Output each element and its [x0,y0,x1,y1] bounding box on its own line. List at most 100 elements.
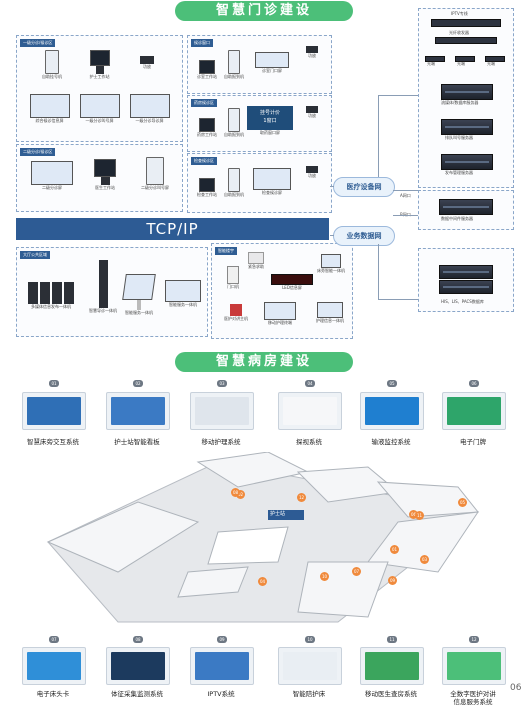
panel-tag: 一级分诊/候诊区 [20,39,56,47]
queue-server [441,119,493,135]
port-a-label: A网口 [400,193,411,198]
system-label: 电子床头卡 [36,690,70,698]
system-card-top[interactable] [190,392,254,430]
iptv-switch [431,19,501,27]
system-number-badge: 05 [387,380,397,387]
middleware-server [439,199,493,215]
panel-tag: 大厅公共区域 [20,251,50,259]
floor-marker: 12 [297,493,306,502]
emergency-help: 紧急求助 [242,252,270,269]
his-server [439,265,493,279]
system-label: 电子门牌 [460,438,486,446]
pharmacy-workstation: 药房工作站 [192,118,222,137]
self-checkin-kiosk: 自助报到机 [220,108,248,137]
system-number-badge: 02 [133,380,143,387]
system-number-badge: 07 [49,636,59,643]
panel-exam: 检查候诊区 检查工作站 自助报到机 检查候诊屏 功放 [187,153,332,213]
section-title-outpatient: 智慧门诊建设 [175,1,353,21]
server-label: 排队叫号服务器 [445,135,473,140]
server-label: 流媒体/数据库服务器 [441,100,479,105]
floor-marker: 05 [458,498,467,507]
system-number-badge: 08 [133,636,143,643]
nurse-workstation: 护士工作站 [82,50,117,79]
system-number-badge: 01 [49,380,59,387]
tcp-ip-bus: TCP/IP [16,218,329,240]
system-label: 移动护理系统 [201,438,241,446]
publish-server [441,154,493,170]
optical-label: 光端 [457,61,465,66]
panel-lobby: 大厅公共区域 多媒体信息发布一体机 智慧导诊一体机 智能服务一体机 智能服务一体… [16,247,208,337]
system-card-top[interactable] [442,392,506,430]
exam-workstation: 检查工作站 [192,178,222,197]
bedside-terminal: 床旁智能一体机 [312,254,350,273]
iptv-line-label: IPTV专线 [451,11,468,16]
server-label: 发布管理服务器 [445,170,473,175]
port-b-label: B网口 [400,212,411,217]
first-triage-guide-screen: 一级分诊导诊屏 [127,94,172,123]
floor-marker: 08 [231,488,240,497]
server-label: 数据中间件服务器 [441,216,473,221]
system-number-badge: 11 [387,636,397,643]
system-number-badge: 10 [305,636,315,643]
floor-marker: 01 [390,545,399,554]
system-label: 智能陪护床 [292,690,326,698]
system-label: 体征采集监测系统 [111,690,163,698]
system-card-bottom[interactable] [22,647,86,685]
system-label: 全数字医护对讲 信息服务系统 [450,690,496,706]
self-checkin-kiosk: 自助报到机 [220,50,248,79]
exam-waiting-screen: 检查候诊屏 [252,168,292,195]
led-info-screen: LED信息屏 [270,274,314,290]
floor-marker: 06 [409,510,418,519]
floor-marker: 11 [415,511,424,520]
mobile-nursing-terminal: 移动护理终端 [260,302,300,325]
optical-endpoint [425,56,445,62]
first-triage-call-screen: 一级分诊叫号屏 [77,94,122,123]
second-triage-call-screen: 二级分诊叫号屏 [135,157,175,190]
medical-device-network: 医疗设备网 [333,177,395,197]
floor-marker: 07 [352,567,361,576]
panel-server-room: IPTV专线 光纤收发器 光端 光端 光端 流媒体/数据库服务器 排队叫号服务器… [418,8,514,188]
system-number-badge: 09 [217,636,227,643]
second-triage-screen: 二级分诊屏 [27,161,77,190]
system-card-bottom[interactable] [106,647,170,685]
optical-label: 光端 [427,61,435,66]
panel-his-db: HIS、LIS、PACS数据库 [418,248,514,312]
panel-first-triage: 一级分诊/候诊区 自助挂号机 护士工作站 功放 综合候诊信息屏 一级分诊叫号屏 … [16,35,183,142]
page-number: 06 [510,683,522,693]
floor-marker: 03 [420,555,429,564]
section-title-ward: 智慧病房建设 [175,352,353,372]
system-card-bottom[interactable] [278,647,342,685]
pickup-window-screen: 挂号计价 1窗口 取药窗口屏 [246,106,294,135]
nursing-info-terminal: 护理信息一体机 [310,302,350,323]
optical-endpoint [485,56,505,62]
system-label: 输液监控系统 [371,438,411,446]
floor-marker: 02 [236,490,245,499]
system-number-badge: 03 [217,380,227,387]
floor-marker: 10 [320,572,329,581]
system-card-top[interactable] [106,392,170,430]
nurse-station-label: 护士站 [270,511,286,517]
panel-middleware: 数据中间件服务器 [418,190,514,230]
smart-guide-kiosk: 智慧导诊一体机 [85,260,121,313]
panel-smart-building: 智能楼宇 紧急求助 门口机 LED信息屏 床旁智能一体机 医护对讲主机 移动护理… [211,243,353,339]
system-card-bottom[interactable] [190,647,254,685]
system-card-top[interactable] [360,392,424,430]
floor-marker: 04 [258,577,267,586]
amplifier: 功放 [298,166,326,178]
system-card-top[interactable] [278,392,342,430]
door-unit: 门口机 [220,266,246,289]
system-card-bottom[interactable] [442,647,506,685]
panel-tag: 候诊窗口 [191,39,213,47]
nurse-intercom-host: 医护对讲主机 [222,304,250,321]
optical-endpoint [455,56,475,62]
panel-consult-window: 候诊窗口 诊室工作站 自助报到机 诊室门口屏 功放 [187,35,332,94]
system-card-bottom[interactable] [360,647,424,685]
doctor-workstation: 医生工作站 [85,159,125,190]
system-number-badge: 12 [469,636,479,643]
smart-service-screen: 智能服务一体机 [163,280,203,307]
system-label: 探视系统 [296,438,322,446]
consult-door-screen: 诊室门口屏 [254,52,290,73]
system-card-top[interactable] [22,392,86,430]
amplifier: 功放 [298,46,326,58]
panel-pharmacy: 药房候诊区 药房工作站 自助报到机 挂号计价 1窗口 取药窗口屏 功放 [187,95,332,152]
